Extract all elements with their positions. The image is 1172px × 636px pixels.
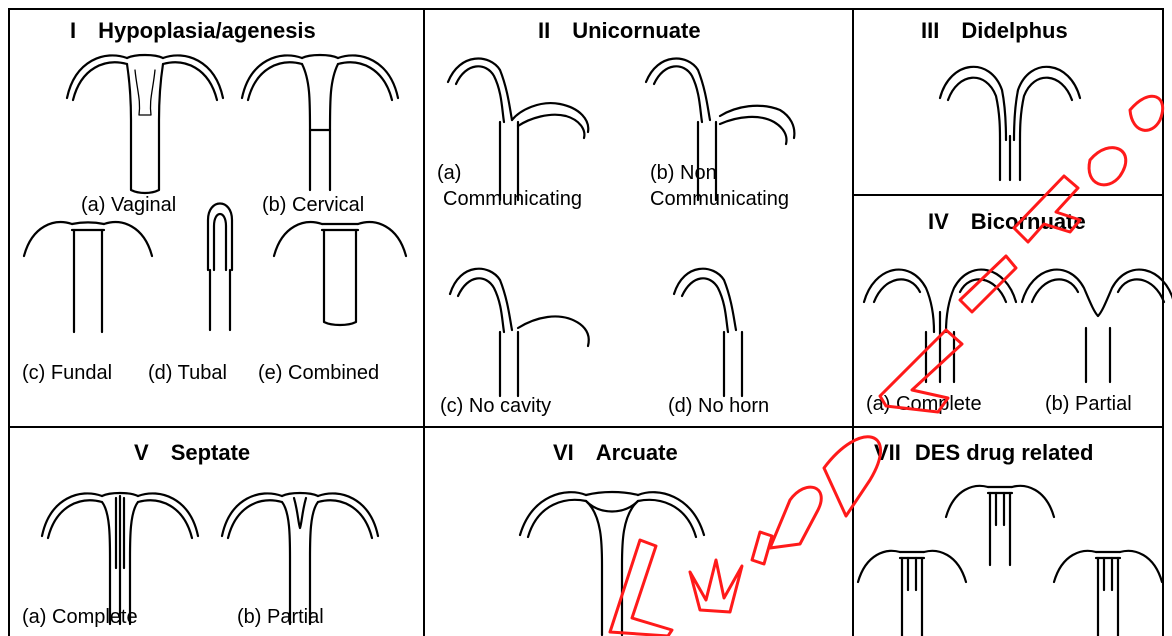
uterus-tubal-figure: [208, 204, 232, 331]
unicornuate-communicating-figure: [448, 59, 588, 200]
uterus-fundal-figure: [24, 222, 152, 332]
des-figure-left: [858, 551, 966, 636]
uterus-cervical-figure: [242, 55, 398, 190]
uterus-combined-figure: [274, 222, 406, 325]
des-figure-right: [1054, 551, 1162, 636]
bicornuate-partial-figure: [1022, 270, 1172, 382]
uterus-vaginal-figure: [67, 55, 223, 193]
unicornuate-no-cavity-figure: [450, 269, 589, 396]
didelphus-figure: [940, 67, 1080, 180]
des-figure-top: [946, 486, 1054, 565]
unicornuate-no-horn-figure: [674, 269, 742, 396]
septate-complete-figure: [42, 493, 198, 624]
bicornuate-complete-figure: [864, 270, 1016, 382]
unicornuate-noncommunicating-figure: [646, 59, 794, 200]
arcuate-figure: [520, 492, 704, 635]
septate-partial-figure: [222, 493, 378, 624]
